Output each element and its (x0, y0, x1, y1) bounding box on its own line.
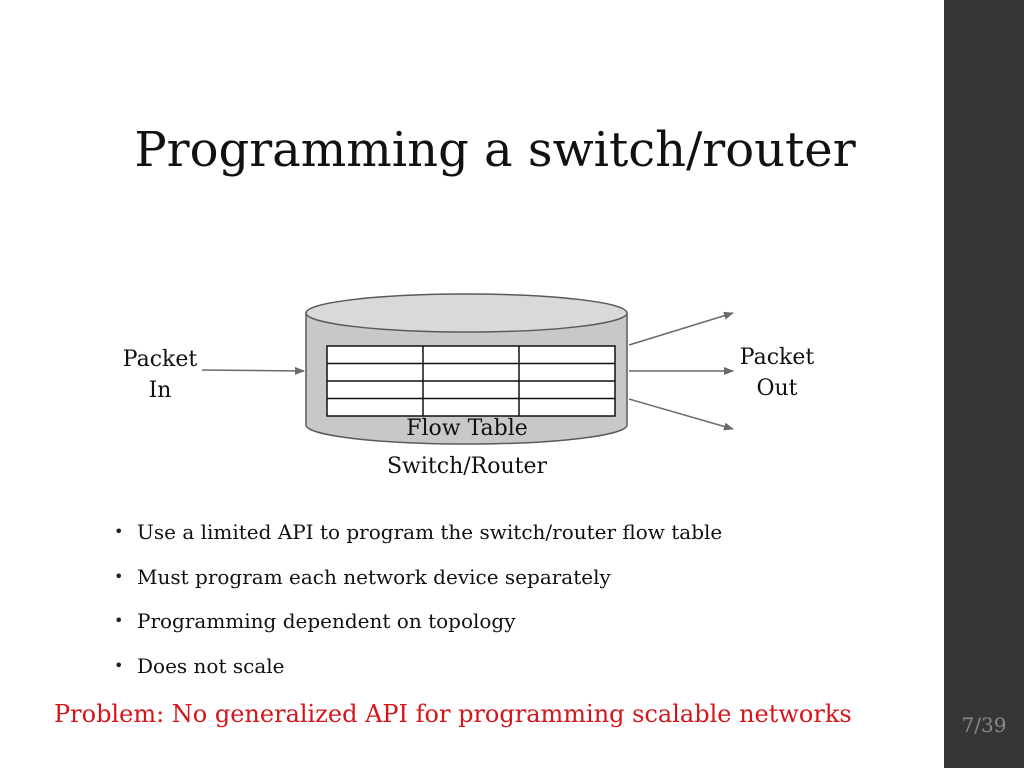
packet-in-label-line2: In (149, 378, 172, 403)
packet-out-label-line2: Out (756, 376, 797, 401)
bullet-text: Use a limited API to program the switch/… (137, 520, 723, 544)
slide-sidebar (944, 0, 1024, 768)
problem-statement: Problem: No generalized API for programm… (54, 700, 852, 728)
page-number: 7/39 (961, 713, 1007, 737)
switch-diagram: Packet In Packet Out Flow Table Switch/R… (123, 293, 815, 479)
bullet-item: • Programming dependent on topology (114, 607, 722, 652)
bullet-item: • Must program each network device separa… (114, 563, 722, 608)
bullet-dot-icon: • (114, 566, 124, 586)
bullet-dot-icon: • (114, 655, 124, 675)
bullet-text: Programming dependent on topology (137, 609, 516, 633)
cylinder-top (305, 293, 628, 333)
bullet-dot-icon: • (114, 611, 124, 630)
input-arrow (201, 366, 305, 375)
packet-in-label-line1: Packet (123, 347, 198, 372)
output-arrow-upper (628, 311, 734, 346)
flow-table-label: Flow Table (406, 416, 528, 441)
slide-title: Programming a switch/router (134, 122, 856, 178)
packet-out-label-line1: Packet (740, 345, 815, 370)
bullet-list: • Use a limited API to program the switch… (114, 518, 722, 696)
bullet-item: • Use a limited API to program the switch… (114, 518, 722, 563)
switch-router-label: Switch/Router (387, 454, 548, 479)
flow-table-grid (326, 345, 616, 417)
bullet-text: Does not scale (137, 653, 285, 678)
bullet-dot-icon: • (114, 522, 124, 541)
bullet-text: Must program each network device separat… (137, 564, 611, 589)
output-arrow-lower (628, 398, 734, 431)
bullet-item: • Does not scale (114, 652, 722, 697)
